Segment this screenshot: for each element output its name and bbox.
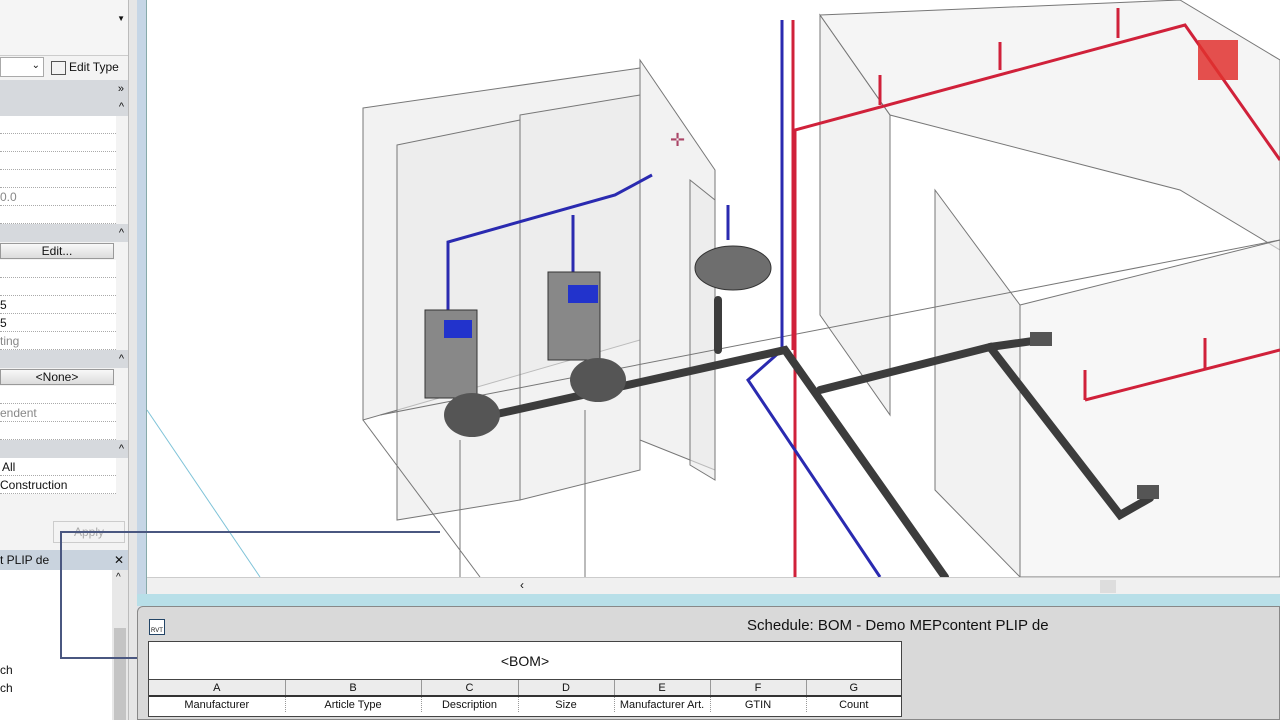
column-header[interactable]: Size	[518, 696, 615, 712]
section-line	[147, 409, 261, 577]
horizontal-scrollbar[interactable]: ‹	[147, 577, 1280, 594]
column-header-row: Manufacturer Article Type Description Si…	[149, 696, 901, 712]
project-browser-title: t PLIP de	[0, 553, 50, 567]
chevron-down-icon: ⌄	[31, 60, 40, 71]
cold-water-pipes	[446, 20, 882, 577]
schedule-title: <BOM>	[149, 642, 901, 680]
project-browser-header: t PLIP de ✕	[0, 550, 128, 570]
column-letter[interactable]: F	[710, 680, 807, 696]
column-letter-row: A B C D E F G	[149, 680, 901, 696]
floor-lines	[362, 239, 1280, 577]
schedule-window: RVT Schedule: BOM - Demo MEPcontent PLIP…	[137, 606, 1280, 720]
project-browser-tree: ^ ch ch	[0, 570, 128, 720]
group-header-collapse[interactable]: ^	[0, 98, 128, 116]
column-header[interactable]: Manufacturer Art.	[614, 696, 711, 712]
flush-plate	[444, 320, 472, 338]
viewcube-home-icon	[1198, 40, 1238, 80]
property-row[interactable]	[0, 170, 116, 188]
group-header-collapse[interactable]: ^	[0, 224, 128, 242]
wall	[689, 178, 716, 481]
apply-button[interactable]: Apply	[53, 521, 125, 543]
schedule-table[interactable]: <BOM> A B C D E F G Manufacturer Article…	[148, 641, 902, 717]
column-header[interactable]: GTIN	[710, 696, 807, 712]
edit-button[interactable]: Edit...	[0, 243, 114, 259]
browser-item[interactable]: ch	[0, 681, 13, 695]
property-value[interactable]: All	[0, 458, 116, 476]
window-divider	[137, 594, 1280, 606]
close-icon[interactable]: ✕	[113, 553, 124, 567]
property-value[interactable]: 0.0	[0, 188, 116, 206]
column-header[interactable]: Article Type	[285, 696, 422, 712]
property-row[interactable]	[0, 260, 116, 278]
property-value[interactable]: 5	[0, 314, 116, 332]
fixtures	[424, 245, 1159, 499]
cursor-crosshair-icon: ✛	[670, 130, 685, 150]
scroll-thumb[interactable]	[1100, 580, 1116, 593]
property-row[interactable]	[0, 386, 116, 404]
view-frame	[137, 0, 147, 600]
column-letter[interactable]: E	[614, 680, 711, 696]
wall	[819, 0, 1280, 251]
wall	[934, 188, 1021, 577]
column-header[interactable]: Manufacturer	[149, 696, 286, 712]
scrollbar[interactable]: ^	[112, 570, 128, 720]
flush-plate	[568, 285, 598, 303]
washbasin	[694, 245, 772, 291]
property-row[interactable]	[0, 278, 116, 296]
column-letter[interactable]: C	[421, 680, 519, 696]
scroll-thumb[interactable]	[114, 628, 126, 720]
column-header[interactable]: Description	[421, 696, 519, 712]
3d-model: ✛	[147, 0, 1280, 577]
toilet	[570, 358, 626, 402]
type-selector[interactable]: ▼	[0, 0, 128, 56]
floor-drain	[1137, 485, 1159, 499]
properties-palette: ▼ ⌄ Edit Type » ^ 0.0 ^ Edit... 5 5 ting…	[0, 0, 128, 720]
rvt-file-icon: RVT	[149, 619, 165, 635]
property-row[interactable]	[0, 152, 116, 170]
3d-view[interactable]: ✛	[147, 0, 1280, 577]
column-letter[interactable]: A	[149, 680, 286, 696]
property-value[interactable]: endent	[0, 404, 116, 422]
edit-type-button[interactable]: Edit Type	[48, 57, 128, 77]
column-letter[interactable]: G	[849, 681, 859, 694]
none-button[interactable]: <None>	[0, 369, 114, 385]
property-row[interactable]	[0, 206, 116, 224]
scroll-up-icon[interactable]: ^	[116, 572, 121, 583]
instance-filter-dropdown[interactable]: ⌄	[0, 57, 44, 77]
column-letter[interactable]: D	[518, 680, 615, 696]
column-letter[interactable]: B	[285, 680, 422, 696]
toilet	[444, 393, 500, 437]
edit-type-icon	[51, 60, 66, 75]
properties-scrollbar[interactable]	[128, 0, 137, 720]
scroll-left-icon[interactable]: ‹	[520, 578, 524, 592]
wall	[1019, 239, 1280, 577]
floor-drain	[1030, 332, 1052, 346]
group-header-collapse[interactable]: ^	[0, 440, 128, 458]
browser-item[interactable]: ch	[0, 663, 13, 677]
column-header[interactable]: Count	[839, 698, 869, 711]
group-header[interactable]: »	[0, 80, 128, 98]
property-value[interactable]: 5	[0, 296, 116, 314]
property-row[interactable]	[0, 116, 116, 134]
dropdown-arrow-icon[interactable]: ▼	[117, 14, 125, 23]
property-value[interactable]: ting	[0, 332, 116, 350]
property-value[interactable]: Construction	[0, 476, 116, 494]
hot-water-pipes	[791, 8, 1280, 577]
schedule-window-title: Schedule: BOM - Demo MEPcontent PLIP de	[747, 617, 1049, 634]
property-row[interactable]	[0, 134, 116, 152]
group-header-collapse[interactable]: ^	[0, 350, 128, 368]
property-row[interactable]	[0, 422, 116, 440]
